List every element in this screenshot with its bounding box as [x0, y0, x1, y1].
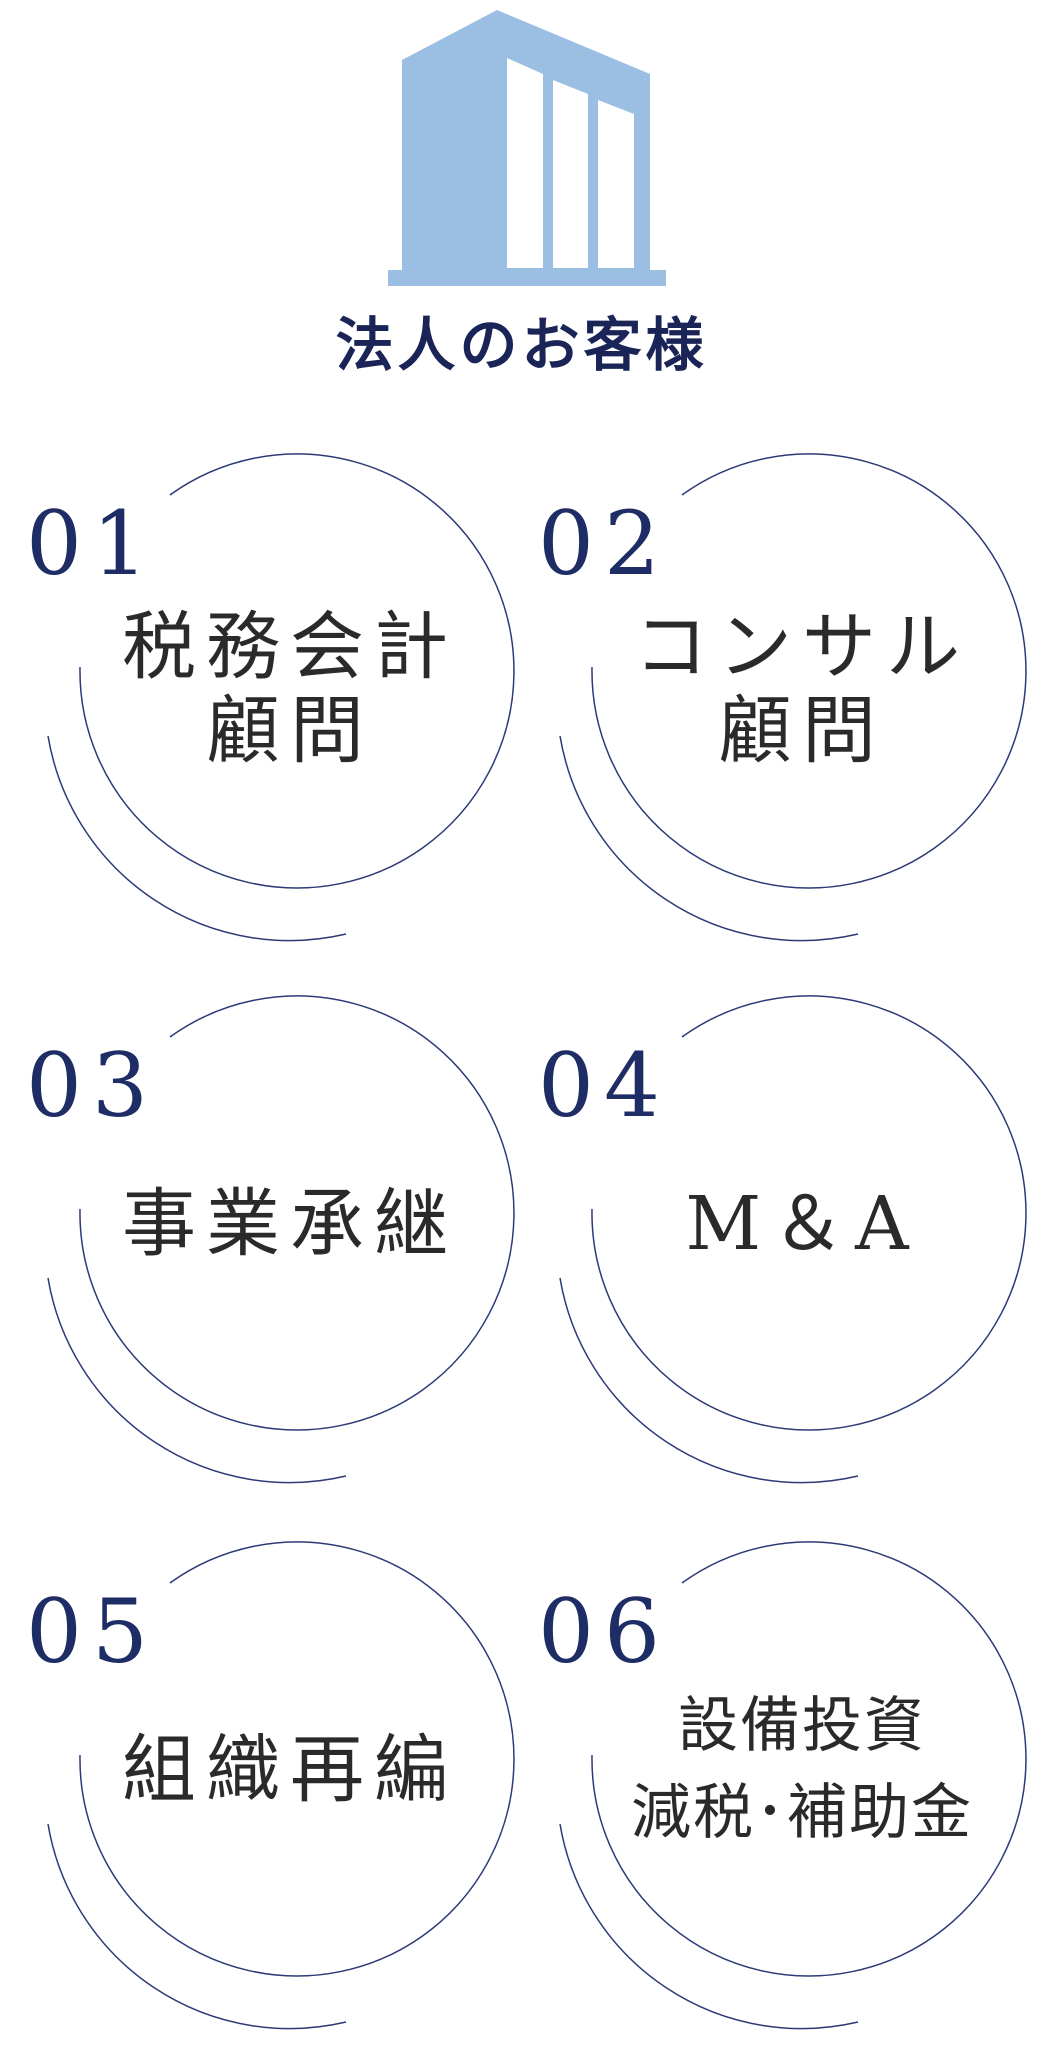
- service-label-line: 事業承継: [122, 1181, 458, 1267]
- service-label-line: コンサル: [634, 604, 970, 690]
- service-number: 04: [538, 1034, 670, 1137]
- service-number: 05: [26, 1580, 158, 1683]
- service-ring-graphic: [559, 995, 1027, 1484]
- service-card-tax-accounting[interactable]: 01 税務会計 顧問: [0, 453, 515, 960]
- service-ring-graphic: [559, 1541, 1027, 2030]
- service-label-line: M＆A: [685, 1181, 919, 1267]
- service-label-line: 税務会計: [122, 604, 458, 690]
- service-card-capital-investment[interactable]: 06 設備投資 減税･補助金: [512, 1541, 1027, 2048]
- section-title: 法人のお客様: [335, 311, 708, 379]
- service-number: 02: [538, 492, 670, 595]
- header: 法人のお客様: [0, 0, 1043, 400]
- service-label: コンサル 顧問: [582, 605, 1022, 774]
- service-ring-graphic: [559, 453, 1027, 942]
- service-number: 01: [26, 492, 158, 595]
- building-icon: [388, 10, 666, 286]
- service-label-line: 顧問: [718, 688, 886, 775]
- service-label-line: 設備投資: [678, 1691, 926, 1761]
- service-number: 03: [26, 1034, 158, 1137]
- service-ring-graphic: [47, 453, 515, 942]
- service-label: M＆A: [582, 1181, 1022, 1267]
- service-label-line: 減税･補助金: [631, 1778, 973, 1848]
- service-number: 06: [538, 1580, 670, 1683]
- service-label: 組織再編: [70, 1727, 510, 1813]
- service-ring-graphic: [47, 1541, 515, 2030]
- service-ring-graphic: [47, 995, 515, 1484]
- service-label-line: 顧問: [206, 688, 374, 775]
- service-label: 設備投資 減税･補助金: [582, 1683, 1022, 1857]
- service-card-m-and-a[interactable]: 04 M＆A: [512, 995, 1027, 1502]
- service-label-line: 組織再編: [122, 1727, 458, 1813]
- service-card-consulting[interactable]: 02 コンサル 顧問: [512, 453, 1027, 960]
- service-label: 事業承継: [70, 1181, 510, 1267]
- service-label: 税務会計 顧問: [70, 605, 510, 774]
- service-card-reorganization[interactable]: 05 組織再編: [0, 1541, 515, 2048]
- service-card-business-succession[interactable]: 03 事業承継: [0, 995, 515, 1502]
